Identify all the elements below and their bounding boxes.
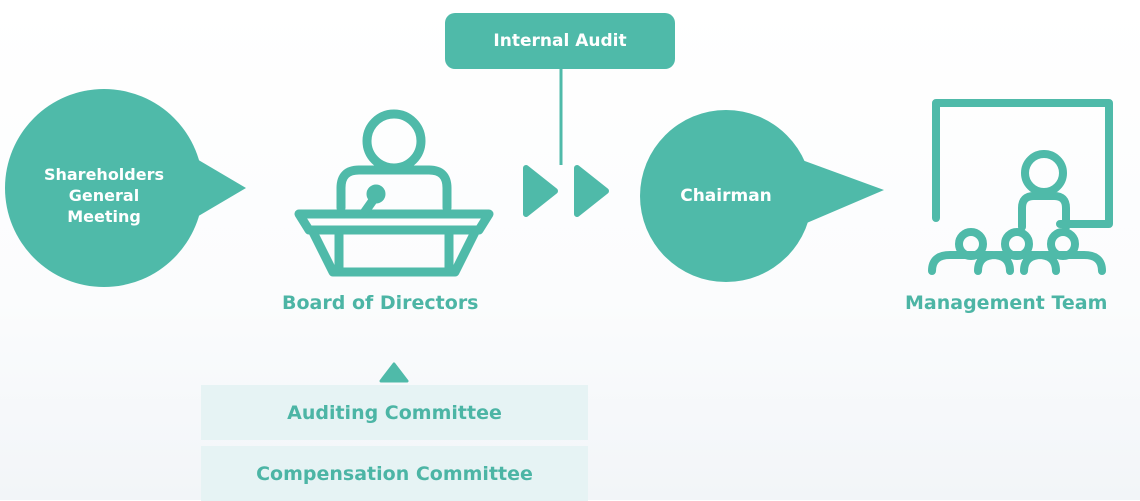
presentation-audience-icon (928, 99, 1113, 275)
compensation-committee-label: Compensation Committee (256, 462, 533, 485)
auditing-committee-label: Auditing Committee (287, 401, 502, 424)
internal-audit-box: Internal Audit (445, 13, 675, 69)
up-triangle-icon (379, 362, 409, 383)
auditing-committee-box: Auditing Committee (201, 385, 588, 440)
podium-speaker-icon (294, 109, 494, 277)
shareholders-line-2: General (68, 186, 140, 205)
management-team-label: Management Team (905, 292, 1108, 314)
internal-audit-label: Internal Audit (493, 31, 627, 51)
shareholders-bubble (5, 89, 246, 287)
chairman-bubble (640, 110, 884, 282)
double-arrow-icon (523, 165, 609, 217)
chairman-label: Chairman (680, 186, 772, 206)
shareholders-line-3: Meeting (67, 207, 141, 226)
shareholders-label: Shareholders General Meeting (34, 164, 174, 227)
shareholders-line-1: Shareholders (43, 165, 165, 184)
compensation-committee-box: Compensation Committee (201, 446, 588, 501)
board-of-directors-label: Board of Directors (282, 292, 479, 314)
